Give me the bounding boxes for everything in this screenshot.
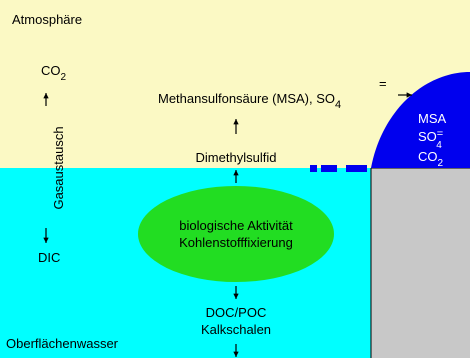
bio-activity-ellipse [138, 186, 334, 282]
dms-label: Dimethylsulfid [196, 150, 277, 165]
land-block [371, 168, 470, 358]
msa-so4-charge: = [379, 76, 387, 91]
kalkschalen-label: Kalkschalen [201, 322, 271, 337]
surface-dashes [310, 165, 367, 172]
surface-water-label: Oberflächenwasser [6, 336, 119, 351]
dic-label: DIC [38, 250, 60, 265]
atmosphere-label: Atmosphäre [12, 12, 82, 27]
dome-so4-label: SO=4 [418, 128, 443, 151]
gas-exchange-label: Gasaustausch [51, 126, 66, 209]
dome-msa-label: MSA [418, 111, 447, 126]
co2-label: CO2 [41, 63, 67, 83]
doc-poc-label: DOC/POC [206, 305, 267, 320]
emission-dome [371, 72, 470, 168]
bio-activity-label: biologische Aktivität [179, 218, 293, 233]
dome-co2-label: CO2 [418, 149, 444, 169]
msa-so4-label: Methansulfonsäure (MSA), SO4 [158, 91, 341, 111]
carbon-fixation-label: Kohlenstofffixierung [179, 235, 293, 250]
